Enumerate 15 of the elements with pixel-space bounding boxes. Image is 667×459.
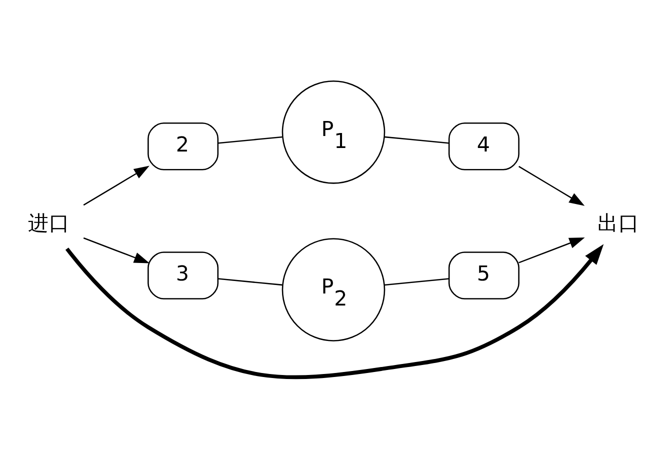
node-box: 5	[448, 252, 520, 300]
connector	[384, 136, 449, 144]
connector	[384, 278, 449, 286]
arrow	[83, 237, 150, 264]
connector	[218, 136, 282, 144]
arrow	[65, 244, 604, 380]
arrow	[518, 237, 585, 264]
node-box: 3	[148, 252, 219, 300]
node-text: 进口	[28, 211, 70, 236]
node-box: 4	[448, 122, 520, 170]
arrow	[518, 166, 585, 206]
node-box: 2	[148, 122, 219, 170]
node-text: 出口	[598, 211, 640, 236]
connector	[218, 278, 282, 286]
arrow	[83, 166, 150, 206]
